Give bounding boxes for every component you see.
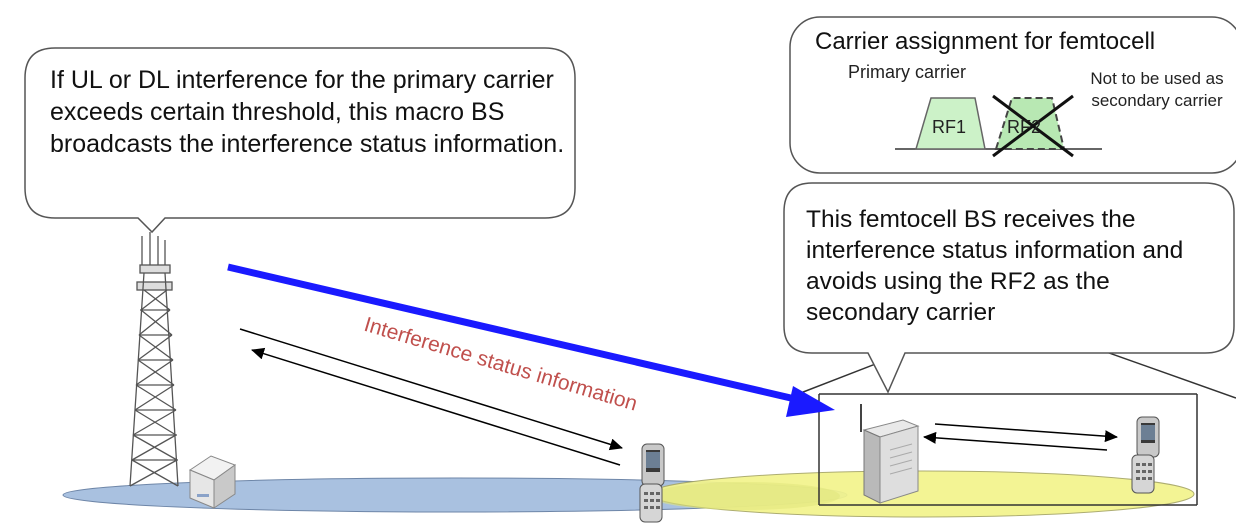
femto-uplink-arrow [923,431,1108,451]
macro-base-station-tower [129,232,179,487]
femto-callout-text: This femtocell BS receives the interfere… [806,206,1184,326]
carrier-panel-title: Carrier assignment for femtocell [815,28,1156,55]
rf1-label: RF1 [932,117,967,137]
femtocell-base-station [860,404,920,504]
rf2-cross-line-b [992,94,1074,158]
femto-callout-bubble [783,182,1235,394]
macro-callout-text: If UL or DL interference for the primary… [50,66,565,158]
downlink-arrow [239,328,623,451]
rf2-label: RF2 [1007,117,1042,137]
femto-user-phone [1131,416,1160,494]
not-used-secondary-label: Not to be used as secondary carrier [1090,69,1224,110]
macro-callout-bubble [24,47,576,234]
equipment-shelter [188,455,237,509]
macro-user-phone [639,443,665,523]
carrier-assignment-panel [789,16,1236,174]
uplink-arrow [251,347,621,466]
broadcast-arrow [227,263,835,417]
femto-downlink-arrow [934,423,1118,443]
overlap-area [650,482,840,510]
primary-carrier-label: Primary carrier [848,62,967,82]
rf1-carrier-shape [914,97,986,150]
